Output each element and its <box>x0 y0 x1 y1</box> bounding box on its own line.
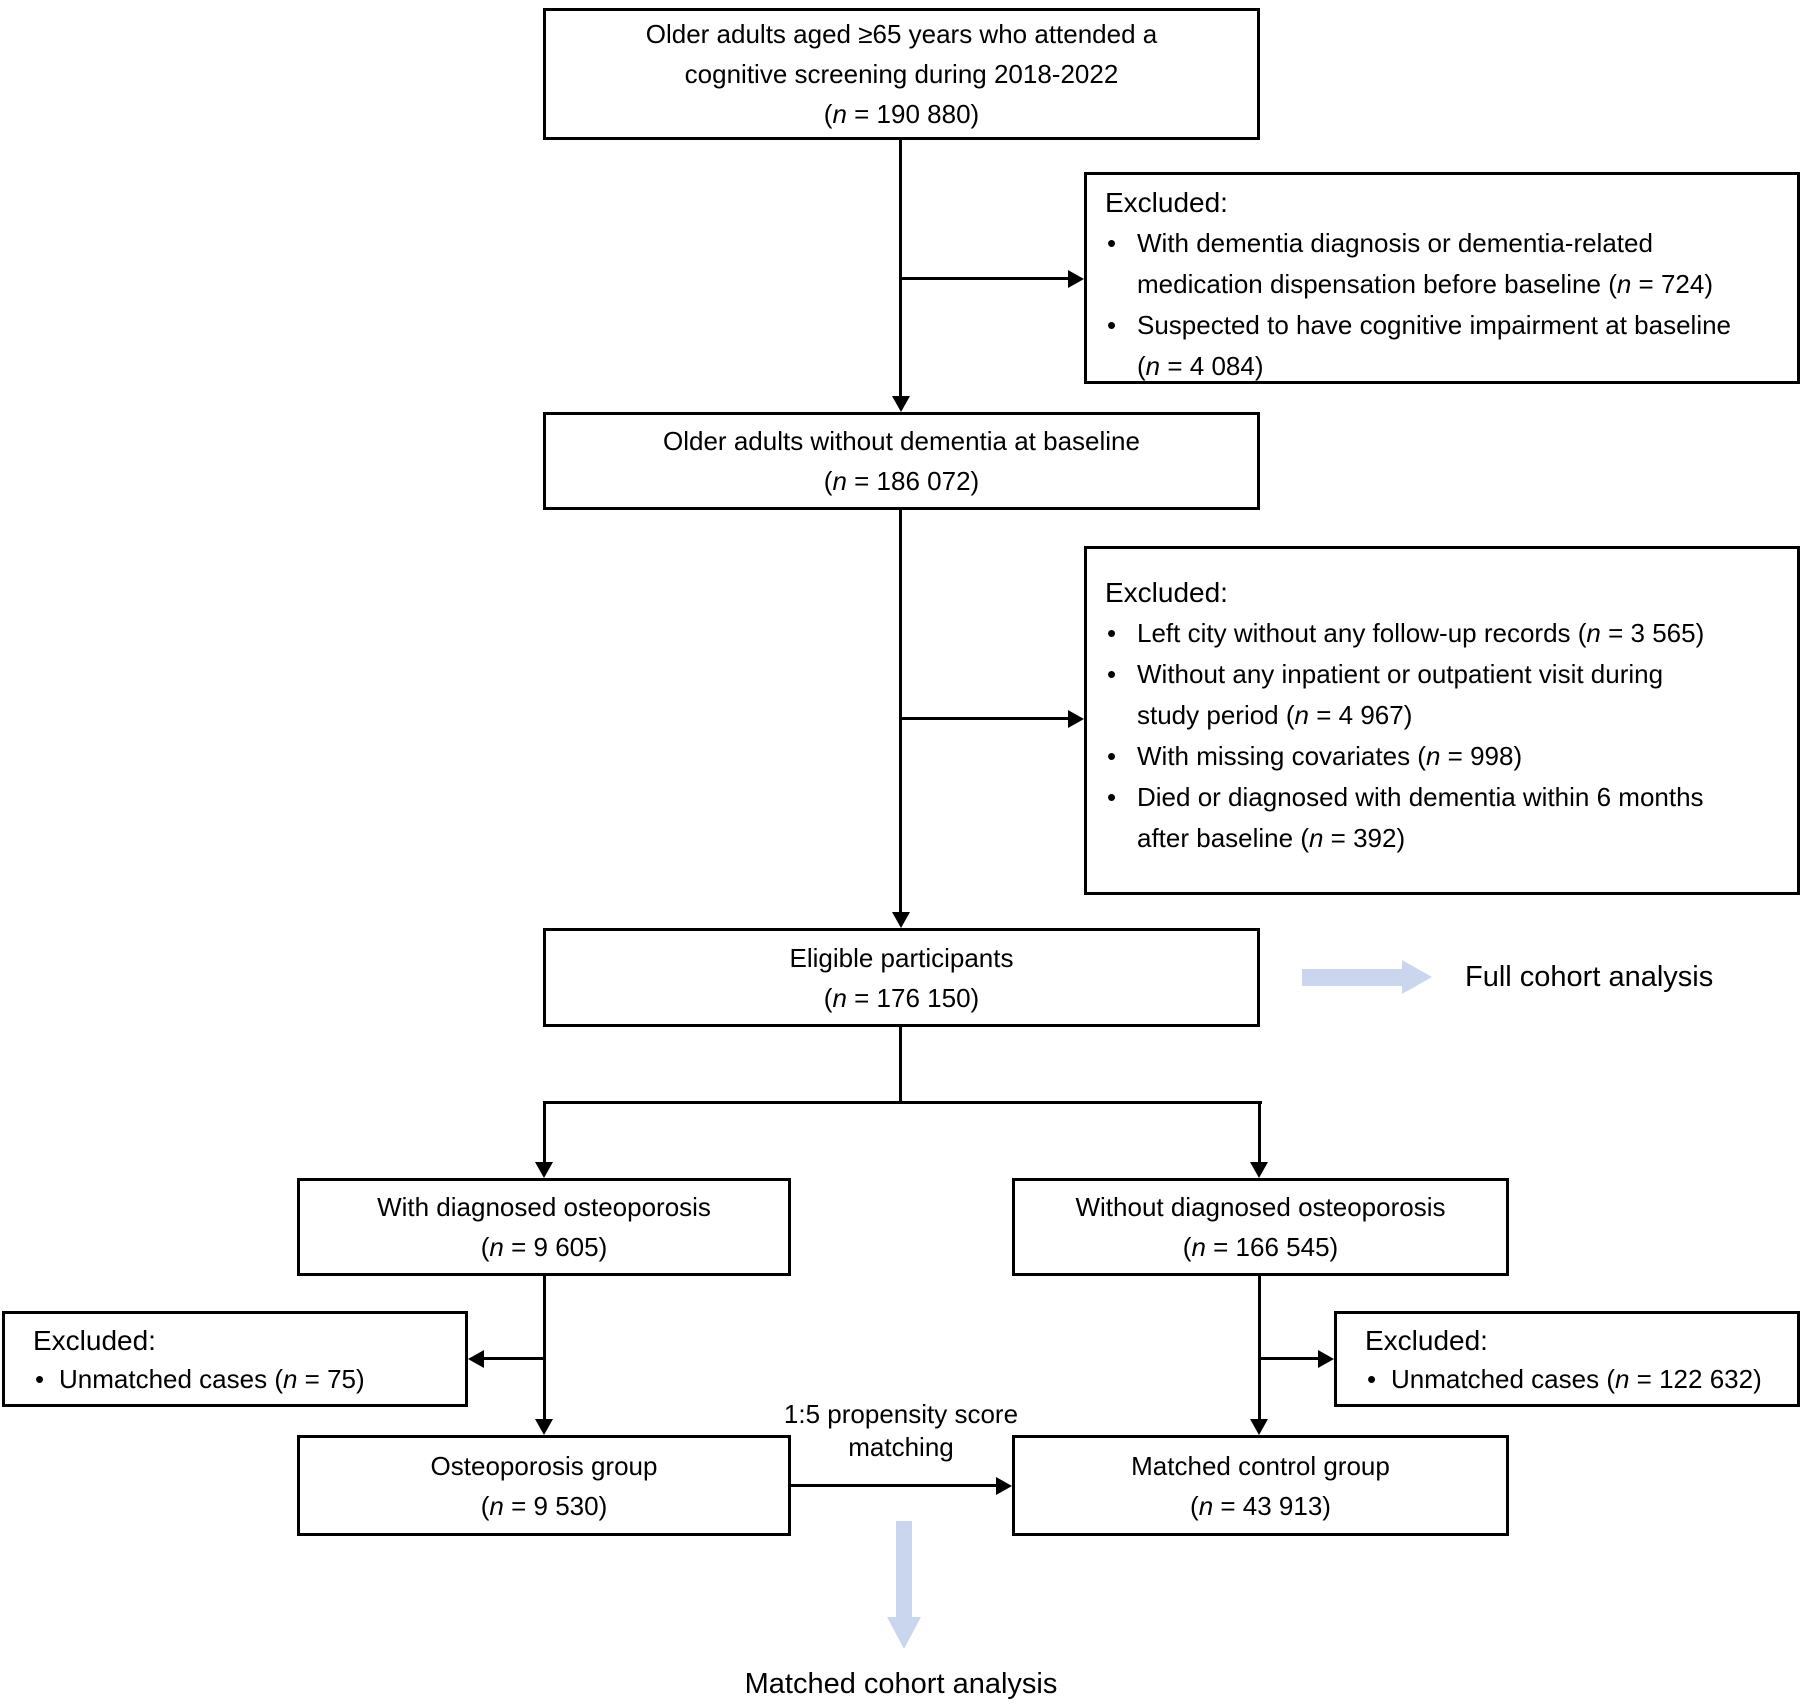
text-line: Suspected to have cognitive impairment a… <box>1137 310 1732 340</box>
text-line: (n = 166 545) <box>1182 1232 1339 1262</box>
text-line: Without any inpatient or outpatient visi… <box>1137 659 1664 689</box>
arrow-down-icon <box>1250 1419 1268 1435</box>
connector-line <box>899 510 902 912</box>
text-line: (n = 9 530) <box>480 1490 608 1521</box>
exclusion-header: Excluded: <box>33 1325 156 1356</box>
text-line: With missing covariates (n = 998) <box>1137 741 1523 771</box>
box-excluded-after-baseline: Excluded: Left city without any follow-u… <box>1084 546 1800 895</box>
arrow-down-icon <box>892 912 910 928</box>
exclusion-item: Unmatched cases (n = 75) <box>33 1360 457 1398</box>
exclusion-item: Unmatched cases (n = 122 632) <box>1365 1360 1789 1398</box>
blue-arrow-right-head-icon <box>1402 960 1432 994</box>
text-line: Died or diagnosed with dementia within 6… <box>1137 782 1704 812</box>
arrow-left-icon <box>468 1350 484 1368</box>
arrow-down-icon <box>535 1419 553 1435</box>
box-screened-population: Older adults aged ≥65 years who attended… <box>543 8 1260 140</box>
text-line: Left city without any follow-up records … <box>1137 618 1705 648</box>
exclusion-item: With dementia diagnosis or dementia-rela… <box>1105 223 1781 305</box>
box-without-dementia: Older adults without dementia at baselin… <box>543 412 1260 510</box>
text-line: With dementia diagnosis or dementia-rela… <box>1137 228 1653 258</box>
connector-line <box>1258 1276 1261 1419</box>
blue-arrow-down-icon <box>896 1521 912 1617</box>
blue-arrow-down-head-icon <box>887 1617 921 1649</box>
text-line: matching <box>848 1432 954 1462</box>
connector-line <box>900 717 1068 720</box>
connector-line <box>543 1276 546 1419</box>
arrow-right-icon <box>996 1477 1012 1495</box>
exclusion-item: Died or diagnosed with dementia within 6… <box>1105 777 1781 859</box>
text-line: Older adults aged ≥65 years who attended… <box>645 19 1158 49</box>
box-matched-control-group: Matched control group (n = 43 913) <box>1012 1435 1509 1536</box>
connector-line <box>484 1357 545 1360</box>
connector-line <box>899 1027 902 1104</box>
label-matched-cohort-analysis: Matched cohort analysis <box>744 1668 1058 1700</box>
text-line: (n = 9 605) <box>480 1232 608 1262</box>
arrow-down-icon <box>892 396 910 412</box>
exclusion-list: Left city without any follow-up records … <box>1105 613 1781 859</box>
text-line: after baseline (n = 392) <box>1137 823 1406 853</box>
exclusion-header: Excluded: <box>1105 187 1228 218</box>
connector-line <box>1258 1101 1261 1162</box>
text-line: (n = 190 880) <box>823 99 980 129</box>
arrow-down-icon <box>535 1162 553 1178</box>
connector-line <box>899 140 902 396</box>
exclusion-item: With missing covariates (n = 998) <box>1105 736 1781 777</box>
connector-line <box>543 1101 1262 1104</box>
exclusion-list: Unmatched cases (n = 122 632) <box>1365 1360 1789 1398</box>
box-osteoporosis-group: Osteoporosis group (n = 9 530) <box>297 1435 791 1536</box>
text-line: (n = 186 072) <box>823 466 980 496</box>
arrow-right-icon <box>1318 1350 1334 1368</box>
connector-line <box>543 1101 546 1162</box>
text-line: medication dispensation before baseline … <box>1137 269 1713 299</box>
text-line: Without diagnosed osteoporosis <box>1075 1192 1446 1222</box>
exclusion-item: Without any inpatient or outpatient visi… <box>1105 654 1781 736</box>
text-line: cognitive screening during 2018-2022 <box>684 59 1119 89</box>
exclusion-item: Suspected to have cognitive impairment a… <box>1105 305 1781 387</box>
text-line: Unmatched cases (n = 75) <box>59 1364 365 1394</box>
box-with-osteoporosis: With diagnosed osteoporosis (n = 9 605) <box>297 1178 791 1276</box>
arrow-right-icon <box>1068 710 1084 728</box>
box-eligible: Eligible participants (n = 176 150) <box>543 928 1260 1027</box>
text-line: (n = 176 150) <box>823 982 980 1013</box>
box-excluded-after-screening: Excluded: With dementia diagnosis or dem… <box>1084 172 1800 384</box>
exclusion-header: Excluded: <box>1365 1325 1488 1356</box>
text-line: study period (n = 4 967) <box>1137 700 1413 730</box>
exclusion-header: Excluded: <box>1105 577 1228 608</box>
arrow-down-icon <box>1250 1162 1268 1178</box>
text-line: Osteoporosis group <box>430 1450 658 1481</box>
text-line: 1:5 propensity score <box>783 1399 1019 1429</box>
exclusion-list: With dementia diagnosis or dementia-rela… <box>1105 223 1781 387</box>
box-without-osteoporosis: Without diagnosed osteoporosis (n = 166 5… <box>1012 1178 1509 1276</box>
text-line: (n = 43 913) <box>1190 1490 1331 1521</box>
text-line: With diagnosed osteoporosis <box>377 1192 711 1222</box>
connector-line <box>1260 1357 1318 1360</box>
arrow-right-icon <box>1068 270 1084 288</box>
label-full-cohort-analysis: Full cohort analysis <box>1465 961 1714 993</box>
text-line: Eligible participants <box>789 942 1014 973</box>
exclusion-list: Unmatched cases (n = 75) <box>33 1360 457 1398</box>
box-excluded-unmatched-cases: Excluded: Unmatched cases (n = 75) <box>2 1311 468 1407</box>
text-line: (n = 4 084) <box>1137 351 1264 381</box>
text-line: Matched control group <box>1131 1450 1390 1481</box>
connector-line <box>791 1484 996 1487</box>
text-line: Older adults without dementia at baselin… <box>663 426 1140 456</box>
text-line: Unmatched cases (n = 122 632) <box>1391 1364 1762 1394</box>
exclusion-item: Left city without any follow-up records … <box>1105 613 1781 654</box>
box-excluded-unmatched-controls: Excluded: Unmatched cases (n = 122 632) <box>1334 1311 1800 1407</box>
blue-arrow-right-icon <box>1302 969 1402 986</box>
connector-line <box>900 277 1068 280</box>
